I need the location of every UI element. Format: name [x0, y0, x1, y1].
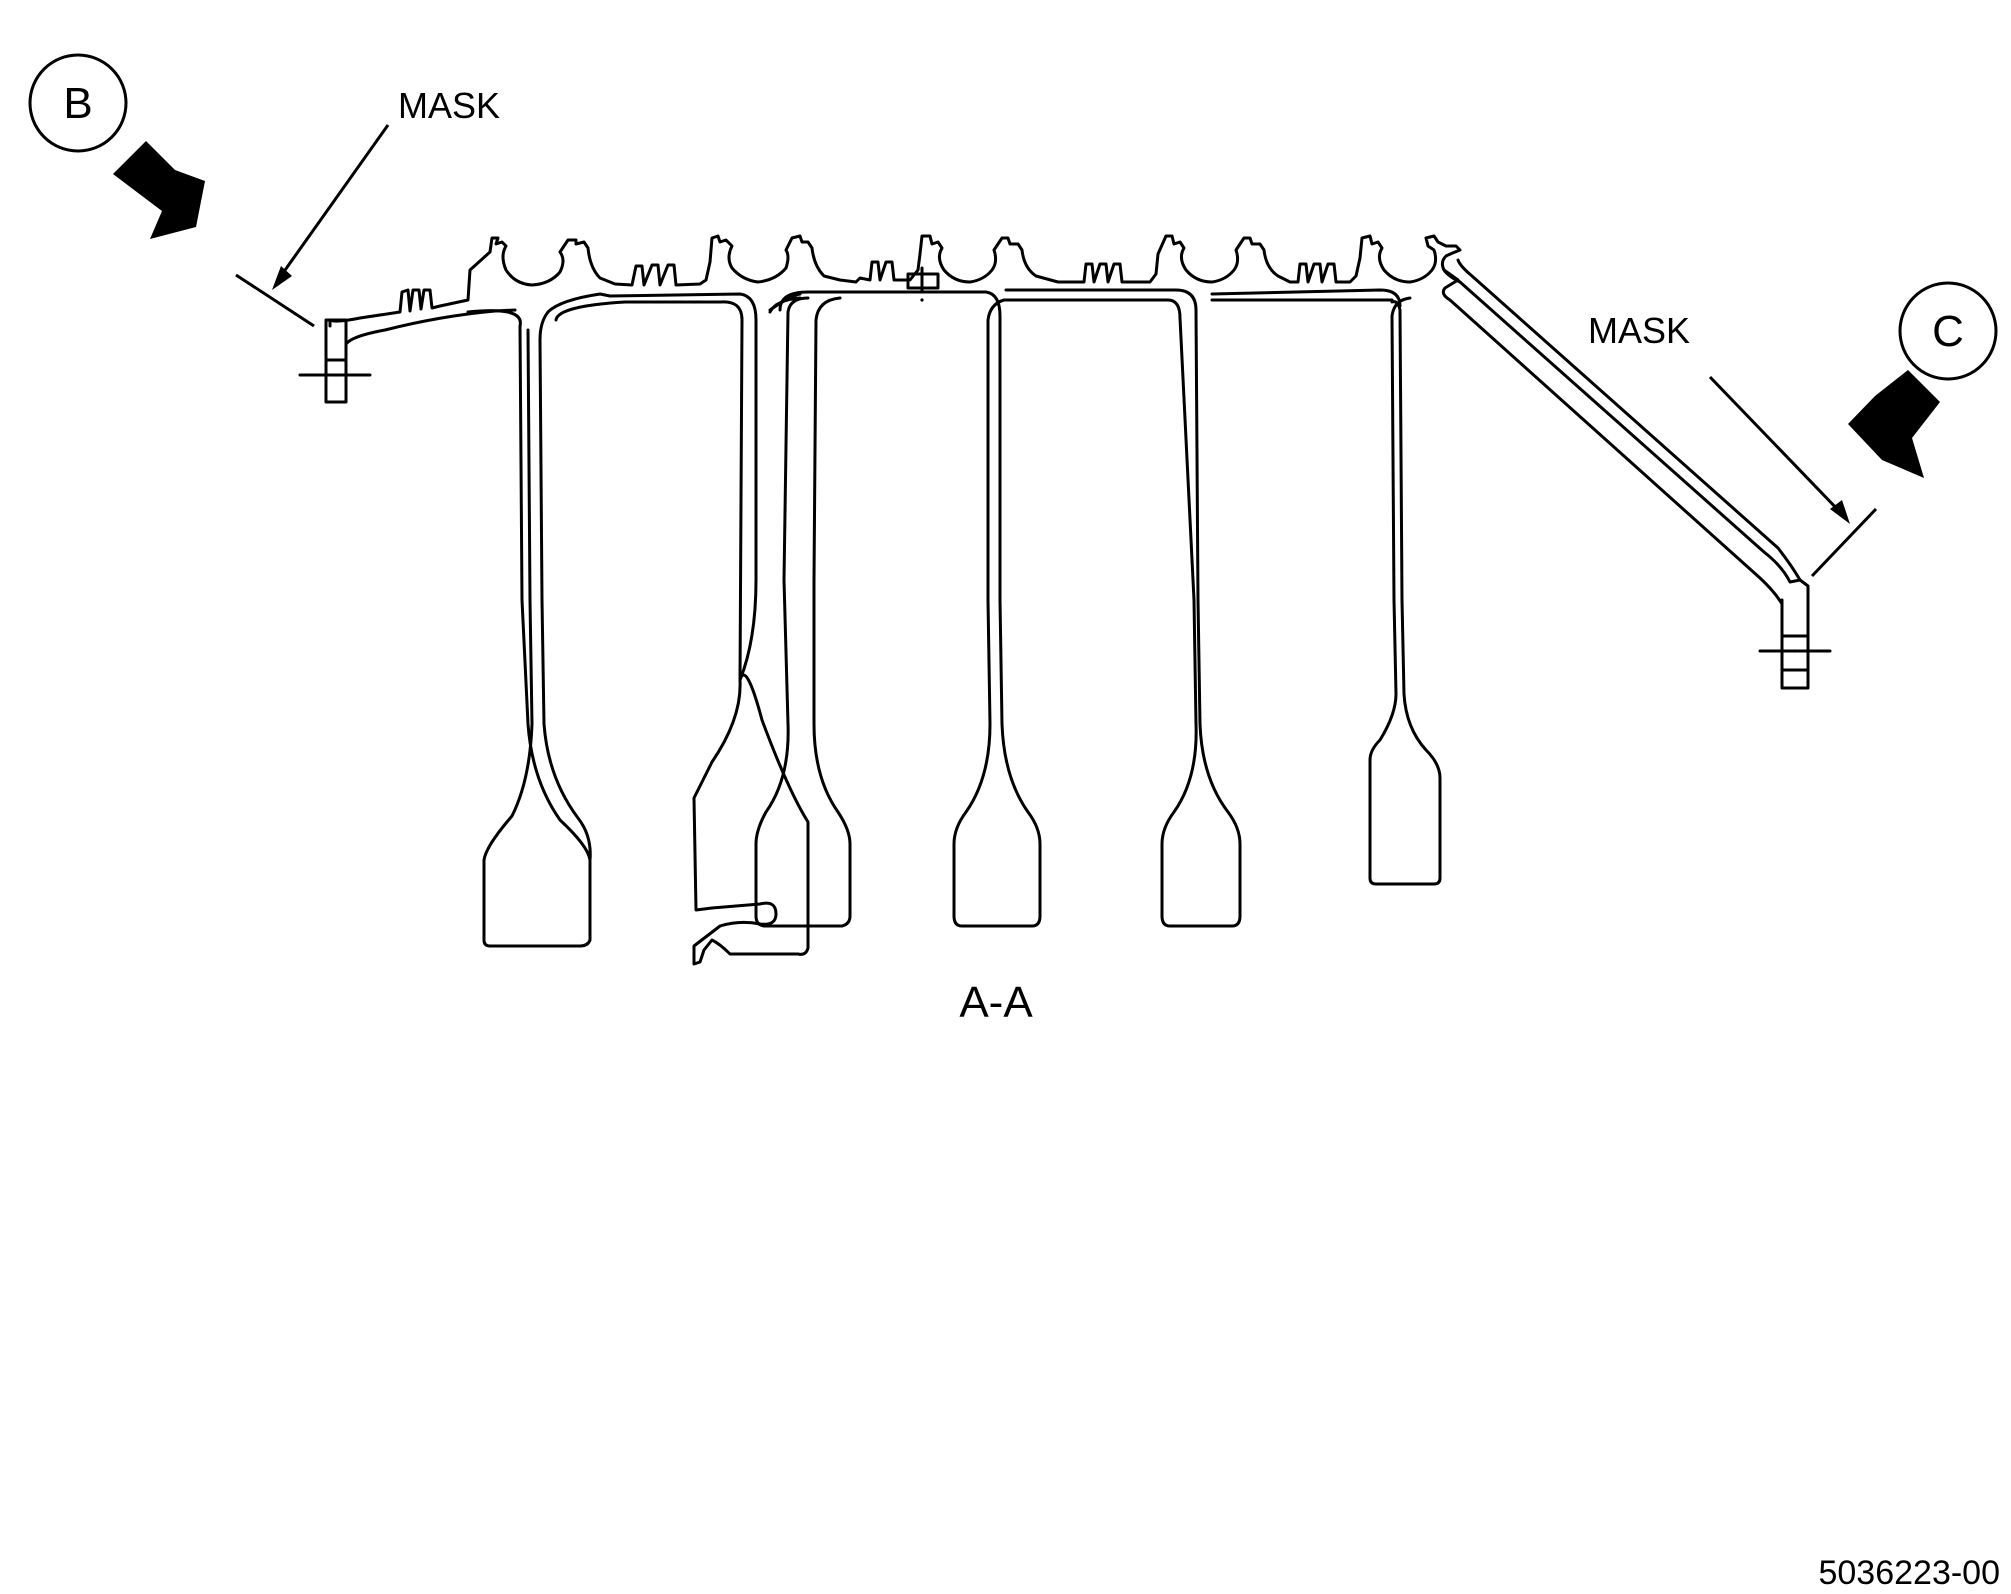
right-cone-inner: [1441, 278, 1784, 652]
disk-4-web: [1004, 288, 1198, 312]
disk-6-outline: [1368, 296, 1442, 886]
mask-label-right: MASK: [1588, 310, 1690, 351]
view-c-callout: C: [1848, 281, 1998, 478]
balance-mark-dot: [920, 298, 924, 302]
view-c-label: C: [1932, 307, 1964, 356]
figure-number: 5036223-00: [1818, 1554, 2000, 1592]
mask-leader-right-arrowhead: [1830, 500, 1850, 524]
disk-1-outline: [466, 309, 592, 948]
view-b-circle: [28, 53, 128, 153]
right-flange-center-mark: [1793, 649, 1797, 653]
section-label: A-A: [959, 978, 1033, 1027]
disk-3-outline: [754, 296, 852, 928]
mask-label-left: MASK: [398, 85, 500, 126]
view-b-callout: B: [28, 53, 205, 239]
view-b-arrow-icon: [113, 141, 205, 239]
view-c-circle: [1898, 281, 1998, 381]
right-flange-body: [1780, 578, 1810, 690]
disk-2-outline: [554, 292, 810, 966]
mask-extent-right: [1810, 507, 1878, 578]
mask-note-right: MASK: [1588, 310, 1878, 578]
disk-3-web: [778, 290, 988, 312]
left-flange-center-mark: [334, 373, 338, 377]
mask-leader-right: [1708, 375, 1844, 516]
balance-mark: [906, 266, 940, 302]
disk-5-web: [1210, 288, 1402, 308]
disk-5-outline: [1160, 308, 1242, 928]
rotor-section: [298, 234, 1832, 966]
right-cone-outline: [1442, 258, 1802, 584]
right-flange: [1758, 578, 1832, 690]
view-b-label: B: [63, 79, 92, 128]
disk-1-web: [538, 310, 592, 862]
view-c-arrow-icon: [1848, 370, 1940, 478]
left-flange: [298, 308, 517, 404]
mask-extent-left: [235, 273, 315, 328]
disk-4-outline: [952, 290, 1182, 928]
mask-note-left: MASK: [235, 85, 500, 328]
mask-leader-left: [276, 124, 390, 281]
mask-leader-left-arrowhead: [272, 266, 292, 290]
disk-1-inner: [546, 292, 612, 314]
drum-top-outline: [328, 234, 1462, 323]
